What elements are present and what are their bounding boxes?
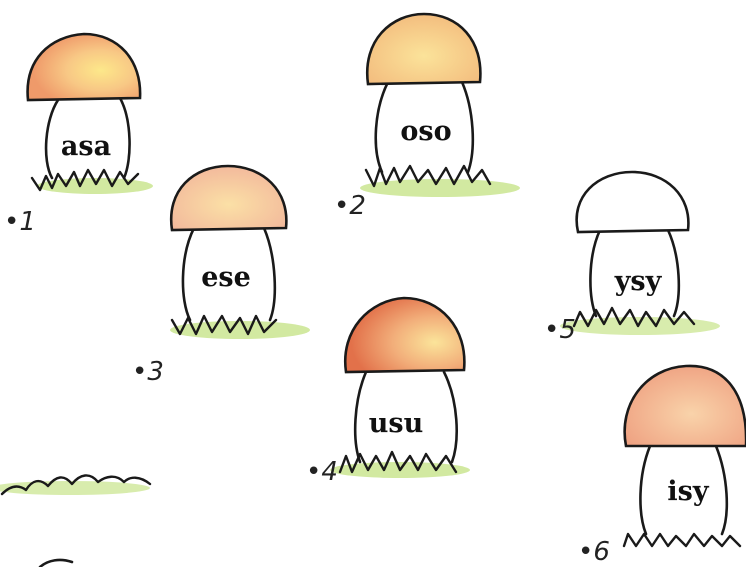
grass xyxy=(622,532,742,548)
mushroom-stem xyxy=(353,370,458,464)
mushroom-stem xyxy=(589,228,681,318)
grass-patch xyxy=(37,178,153,194)
grass xyxy=(364,164,492,188)
mushroom-label: ese xyxy=(201,262,251,293)
mushroom-5: ysy •5 xyxy=(544,170,720,345)
mushroom-cap xyxy=(169,164,288,232)
mushroom-cap xyxy=(575,170,690,234)
grass xyxy=(170,314,278,336)
mushroom-4: usu •4 xyxy=(306,296,470,487)
mushroom-cap xyxy=(343,296,466,374)
mushroom-6: isy •6 xyxy=(578,364,746,567)
mushroom-stem xyxy=(374,80,475,174)
mushroom-stem xyxy=(44,96,131,180)
mushroom-stem xyxy=(639,444,729,536)
stray-grass xyxy=(0,474,152,567)
grass xyxy=(30,168,140,192)
mushroom-cap xyxy=(365,12,482,86)
mushroom-cap xyxy=(26,32,142,102)
mushroom-label: usu xyxy=(369,408,423,439)
grass xyxy=(338,450,458,474)
mushroom-number: •4 xyxy=(306,457,338,487)
mushroom-label: oso xyxy=(400,116,451,147)
mushroom-number: •3 xyxy=(132,357,164,387)
mushroom-1: asa •1 xyxy=(4,32,153,237)
grass xyxy=(572,306,696,328)
mushroom-label: asa xyxy=(61,131,111,162)
mushroom-2: oso •2 xyxy=(334,12,520,221)
mushroom-label: ysy xyxy=(614,266,663,297)
mushroom-number: •5 xyxy=(544,315,576,345)
mushroom-stem xyxy=(181,226,277,322)
mushroom-label: isy xyxy=(667,476,709,507)
mushroom-3: ese •3 xyxy=(132,164,310,387)
mushroom-number: •2 xyxy=(334,191,366,221)
grass-patch xyxy=(360,179,520,197)
grass-patch xyxy=(170,321,310,339)
mushroom-number: •1 xyxy=(4,207,36,237)
grass-patch xyxy=(560,317,720,335)
mushroom-cap xyxy=(623,364,746,448)
mushroom-number: •6 xyxy=(578,537,610,567)
